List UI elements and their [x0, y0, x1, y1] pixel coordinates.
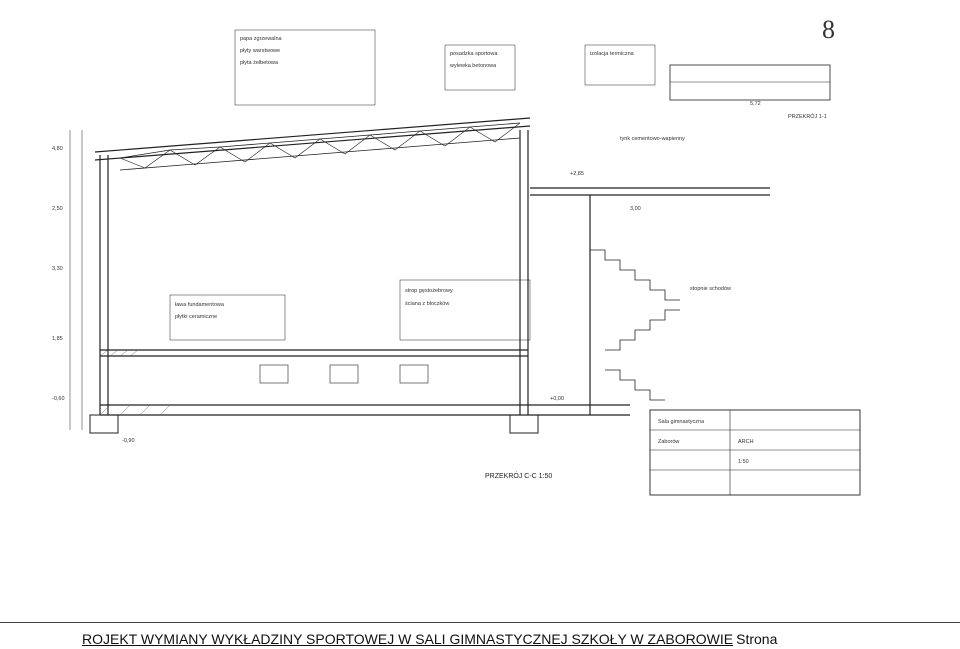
note-text: płyta żelbetowa	[240, 60, 279, 66]
note-text: papa zgrzewalna	[240, 36, 283, 42]
staircase	[590, 249, 680, 301]
page-mark: 8	[822, 15, 835, 44]
note-text: stopnie schodów	[690, 286, 731, 292]
title-block-place: Zaborów	[658, 439, 679, 445]
architectural-drawing-scan: PRZEKRÓJ C-C 1:50 PRZEKRÓJ 1-1 8 papa zg…	[30, 10, 930, 520]
note-text: płyty warstwowe	[240, 48, 280, 54]
note-text: ława fundamentowa	[175, 302, 225, 308]
footer-rule	[0, 622, 960, 623]
title-block	[649, 409, 861, 496]
footer-page-label: Strona	[736, 631, 778, 647]
detail-drawing	[669, 64, 831, 101]
roof-line	[94, 117, 531, 153]
dimension-text: 2,50	[52, 206, 63, 212]
note-text: tynk cementowo-wapienny	[620, 136, 685, 142]
hatching	[99, 349, 171, 416]
dimension-text: +2,85	[570, 171, 584, 177]
dimension-text: 4,80	[52, 146, 63, 152]
dimension-text: 1,85	[52, 336, 63, 342]
note-text: strop gęstożebrowy	[405, 288, 453, 294]
title-block-project: Sala gimnastyczna	[658, 419, 705, 425]
footer-title: ROJEKT WYMIANY WYKŁADZINY SPORTOWEJ W SA…	[82, 631, 734, 647]
page-footer: ROJEKT WYMIANY WYKŁADZINY SPORTOWEJ W SA…	[82, 630, 777, 648]
dimension-text: 3,30	[52, 266, 63, 272]
section-drawing: PRZEKRÓJ C-C 1:50 PRZEKRÓJ 1-1 8 papa zg…	[52, 15, 861, 496]
title-block-scale: 1:50	[738, 459, 749, 465]
dimension-text: -0,90	[122, 438, 135, 444]
note-text: płytki ceramiczne	[175, 314, 217, 320]
note-text: wylewka betonowa	[449, 63, 497, 69]
title-block-sheet: ARCH	[738, 439, 754, 445]
note-text: posadzka sportowa	[450, 51, 498, 57]
section-label: PRZEKRÓJ C-C 1:50	[485, 471, 552, 480]
dimension-text: 5,72	[750, 101, 761, 107]
detail-label: PRZEKRÓJ 1-1	[788, 113, 827, 120]
note-text: ściana z bloczków	[405, 301, 449, 307]
dimension-text: -0,60	[52, 396, 65, 402]
dimension-text: 3,00	[630, 206, 641, 212]
note-text: izolacja termiczna	[590, 51, 635, 57]
dimension-text: +0,00	[550, 396, 564, 402]
